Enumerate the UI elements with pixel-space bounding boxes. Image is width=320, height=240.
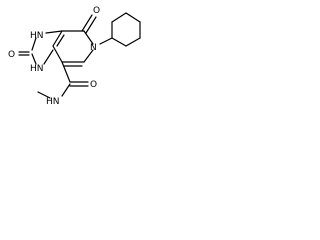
atom-labels: O N HN HN O O HN <box>8 6 100 107</box>
bond-c7a-c3a <box>52 30 63 47</box>
bond-c7-camide <box>61 61 71 83</box>
carboxamide <box>37 61 89 99</box>
carbonyl-top <box>81 14 97 34</box>
bond-n-cy1 <box>99 37 113 45</box>
bond-c2-n3 <box>31 53 37 65</box>
imidazolone-ring <box>31 30 63 65</box>
bond-cy5-cy6 <box>125 37 141 47</box>
bond-cy6-cy1 <box>111 37 127 47</box>
atom-hn-amide: HN <box>46 97 60 107</box>
pyridinone-ring <box>52 30 94 67</box>
atom-hn-imid-top: HN <box>30 31 44 41</box>
bond-c7a-c3a-double <box>56 34 65 47</box>
bond-cy3-cy4 <box>125 12 141 23</box>
bond-n3-c7a <box>43 49 54 65</box>
bond-c7-c7a <box>52 45 63 63</box>
structure-diagram: O N HN HN O O HN <box>0 0 144 118</box>
bond-n5-c6 <box>83 49 94 63</box>
bond-c4-o-double <box>85 16 97 34</box>
atom-n-ring: N <box>90 43 97 53</box>
atom-o-top: O <box>93 6 100 16</box>
bond-c3a-n1 <box>45 30 63 34</box>
atom-o-imid: O <box>8 50 15 60</box>
bond-c4-o <box>81 14 93 32</box>
cyclohexyl <box>99 12 141 47</box>
atom-o-amide: O <box>90 80 97 90</box>
bond-n-methyl <box>37 91 51 99</box>
carbonyl-imid <box>18 51 30 56</box>
bond-cy2-cy3 <box>111 12 127 23</box>
atom-hn-imid-bottom: HN <box>30 64 44 74</box>
bond-n1-c2 <box>31 37 37 51</box>
bond-camide-n <box>61 83 71 97</box>
molecule-svg: O N HN HN O O HN <box>8 6 141 107</box>
